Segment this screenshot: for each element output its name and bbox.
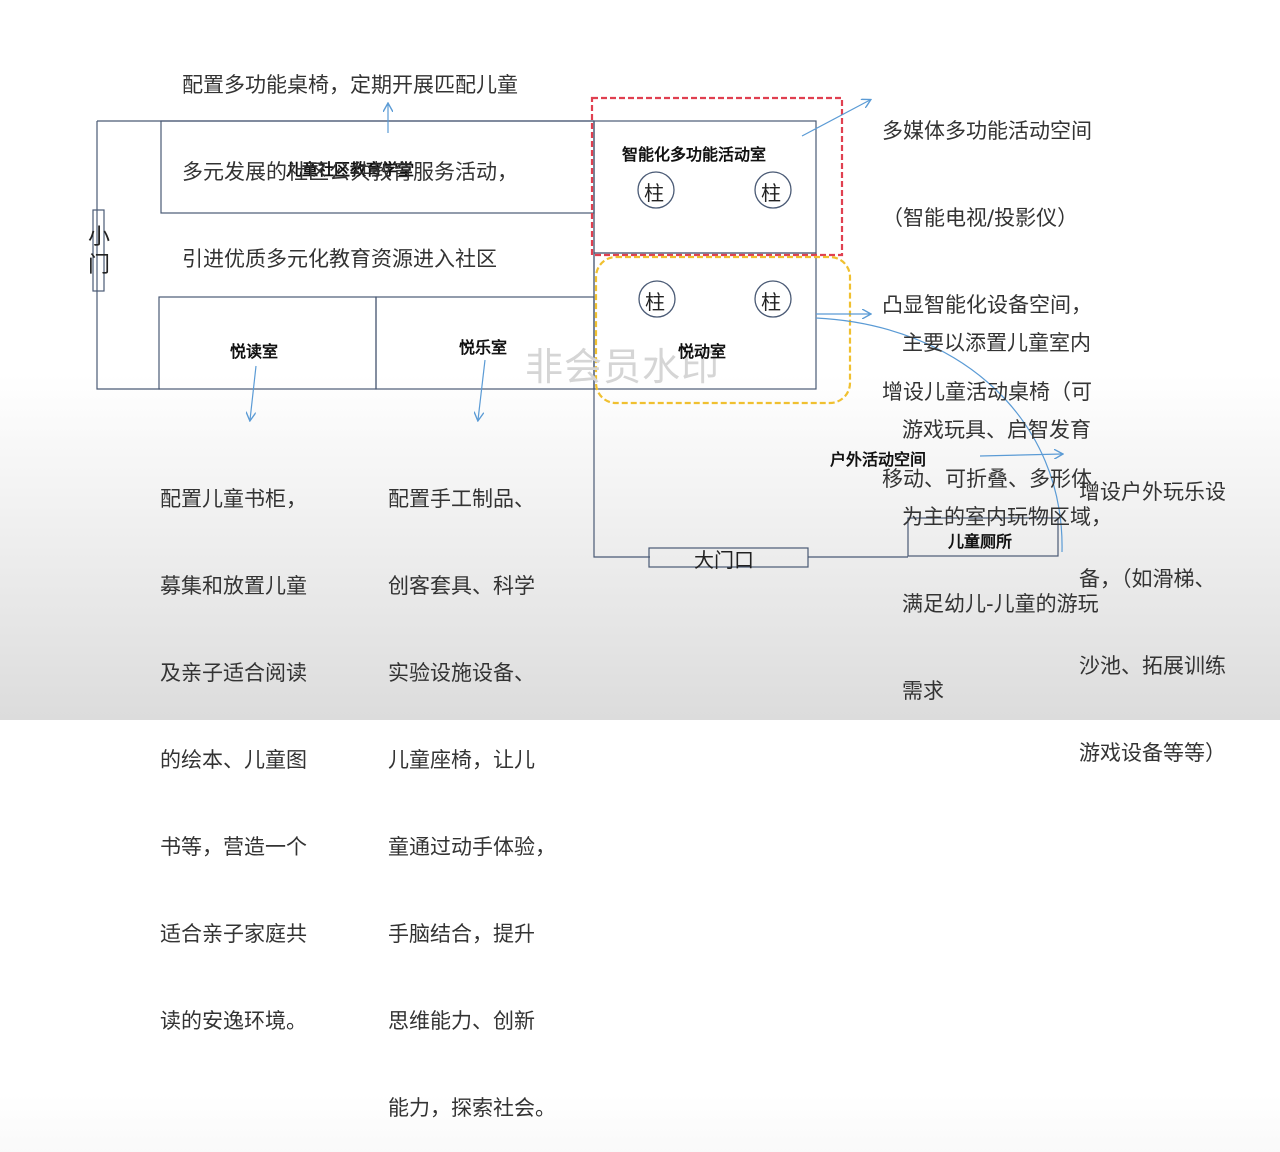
arrow-music (478, 359, 486, 420)
pillar-label: 柱 (761, 290, 781, 314)
outdoor-space-label: 户外活动空间 (830, 450, 927, 469)
outdoor-boundary-curve (815, 317, 1063, 553)
watermark: 非会员水印 (525, 345, 721, 389)
activity-highlight (594, 255, 852, 405)
main-gate-label: 大门口 (694, 548, 754, 572)
annotation-activity: 主要以添置儿童室内 游戏玩具、启智发育 为主的室内玩物区域， 满足幼儿-儿童的游… (902, 331, 1112, 703)
education-hall-label: 儿童社区教育学堂 (286, 160, 415, 179)
arrow-outdoor (979, 454, 1062, 456)
main-gate-box (648, 547, 809, 568)
pillar-circle (754, 280, 792, 318)
pillar-label: 柱 (644, 181, 664, 205)
small-door-label: 小门 (87, 225, 110, 278)
pillar-circle (754, 171, 792, 209)
annotation-reading: 配置儿童书柜， 募集和放置儿童 及亲子适合阅读 的绘本、儿童图 书等，营造一个 … (160, 487, 307, 1033)
toilet-box (907, 517, 1059, 557)
floor-plan (92, 96, 1280, 568)
arrow-multimedia (801, 100, 870, 137)
pillar-label: 柱 (645, 290, 665, 314)
annotation-music: 配置手工制品、 创客套具、科学 实验设施设备、 儿童座椅，让儿 童通过动手体验，… (388, 487, 556, 1120)
music-room-label: 悦乐室 (459, 338, 508, 357)
multimedia-highlight (590, 96, 844, 257)
toilet-label: 儿童厕所 (948, 532, 1013, 551)
multimedia-room-label: 智能化多功能活动室 (622, 145, 767, 164)
small-door-box (92, 209, 105, 292)
pillar-circle (637, 171, 675, 209)
pillar-circle (638, 280, 676, 318)
pillar-label: 柱 (761, 181, 781, 205)
annotation-top: 配置多功能桌椅，定期开展匹配儿童 多元发展的社区公共教育服务活动， 引进优质多元… (182, 73, 518, 271)
annotation-multimedia: 多媒体多功能活动空间 （智能电视/投影仪） 凸显智能化设备空间， 增设儿童活动桌… (882, 119, 1092, 491)
music-room-box (375, 296, 595, 390)
activity-room-label: 悦动室 (678, 342, 727, 361)
annotation-outdoor: 增设户外玩乐设 备，（如滑梯、 沙池、拓展训练 游戏设备等等） (1079, 480, 1226, 765)
arrow-reading (250, 365, 257, 420)
reading-room-label: 悦读室 (230, 342, 279, 361)
